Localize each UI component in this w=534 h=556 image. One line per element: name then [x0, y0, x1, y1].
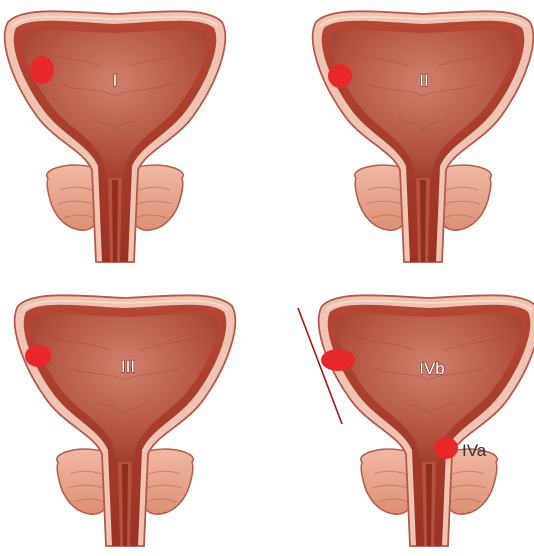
bladder-illustration: [313, 11, 534, 262]
tumor-marker-iva: [434, 437, 458, 459]
stage-label-ivb: IVb: [419, 359, 445, 378]
tumor-marker: [328, 64, 352, 88]
stage-label: II: [419, 71, 428, 90]
stage-label: III: [121, 357, 135, 376]
panel-stage-i: I: [5, 11, 226, 262]
bladder-illustration: [5, 11, 226, 262]
tumor-marker-ivb: [321, 349, 355, 371]
panel-stage-iv: IVb IVa: [319, 295, 534, 546]
tumor-marker: [25, 345, 51, 367]
bladder-illustration: [15, 295, 236, 546]
panel-stage-iii: III: [15, 295, 236, 546]
tumor-marker: [30, 56, 54, 84]
stage-label: I: [113, 71, 118, 90]
bladder-illustration: [319, 295, 534, 546]
stage-label-iva: IVa: [462, 441, 487, 460]
panel-stage-ii: II: [313, 11, 534, 262]
